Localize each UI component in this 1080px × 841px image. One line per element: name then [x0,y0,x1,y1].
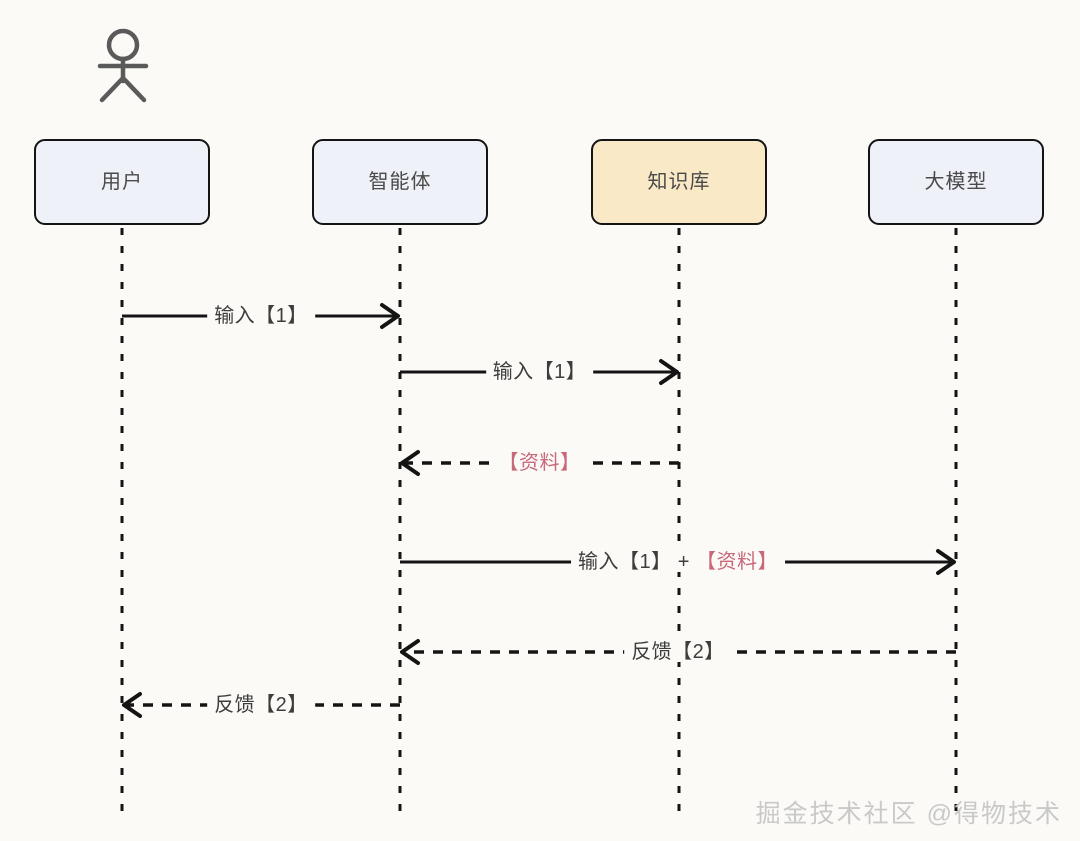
participant-box-user: 用户 [34,139,210,225]
message-label-3: 输入【1】 + 【资料】 [571,552,785,572]
participant-label-user: 用户 [101,171,143,193]
message-label-1: 输入【1】 [485,361,594,383]
arrowhead-0 [380,303,400,329]
participant-box-agent: 智能体 [312,139,488,225]
arrowhead-5 [122,692,142,718]
participant-label-agent: 智能体 [368,171,432,193]
message-label-0: 输入【1】 [207,306,315,326]
arrowhead-2 [400,450,420,476]
lifeline-group [120,228,958,812]
watermark: 掘金技术社区 @得物技术 [755,800,1062,828]
message-label-4: 反馈【2】 [624,642,732,662]
message-label-part: 输入【1】 [492,361,587,383]
arrowhead-1 [659,359,679,385]
arrowhead-4 [400,639,420,665]
arrowhead-3 [936,549,956,575]
message-label-part: 【资料】 [695,551,778,573]
stick-figure-actor-icon [97,28,149,103]
participant-label-knowledge: 知识库 [647,171,711,193]
participant-label-model: 大模型 [924,171,988,193]
message-label-part: 输入【1】 [214,305,308,327]
message-label-part: 反馈【2】 [214,694,308,716]
participant-box-knowledge: 知识库 [591,139,767,225]
message-label-part: 反馈【2】 [631,641,725,663]
message-label-5: 反馈【2】 [207,695,315,715]
participant-box-model: 大模型 [868,139,1044,225]
message-label-part: 【资料】 [498,452,581,474]
message-label-part: 输入【1】 + [578,551,696,573]
message-label-2: 【资料】 [491,452,588,474]
